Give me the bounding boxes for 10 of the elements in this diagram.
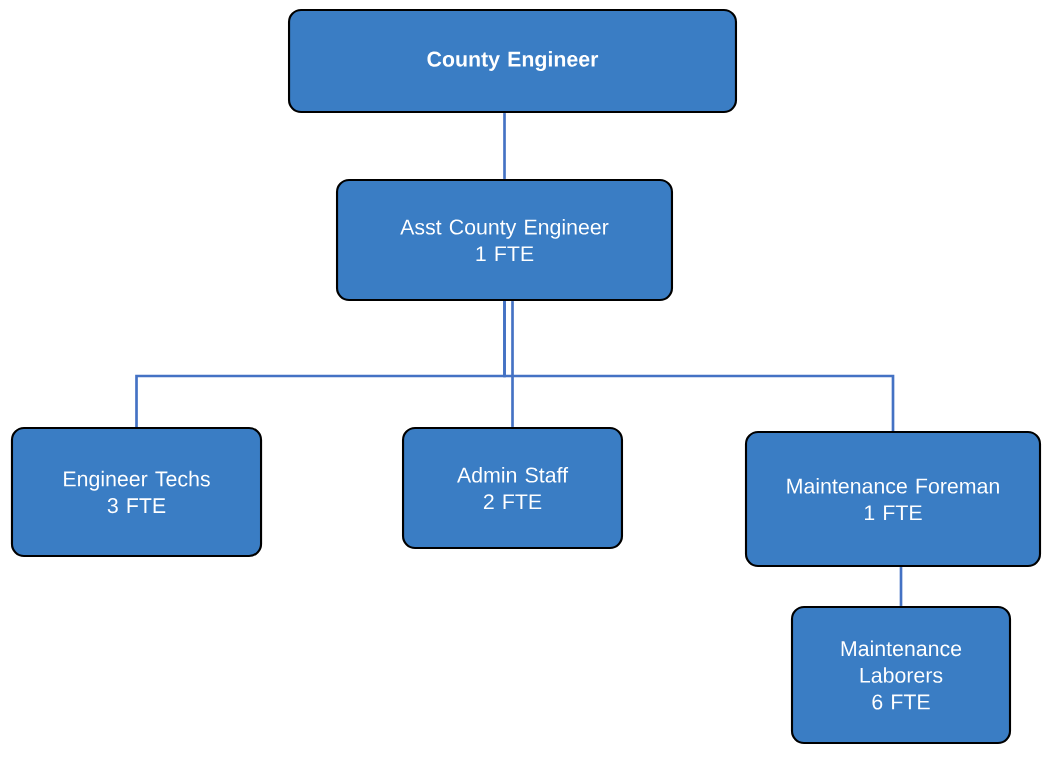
- org-box: Admin Staff 2 FTE: [401, 426, 624, 550]
- org-box: County Engineer: [287, 8, 738, 114]
- org-box: Asst County Engineer 1 FTE: [335, 178, 674, 302]
- connector-line: [503, 301, 895, 431]
- org-box: Maintenance Laborers 6 FTE: [790, 605, 1012, 745]
- connector-line: [899, 567, 903, 606]
- connector-line: [511, 301, 514, 427]
- org-box: Engineer Techs 3 FTE: [10, 426, 263, 558]
- connector-line: [503, 113, 506, 179]
- org-box: Maintenance Foreman 1 FTE: [744, 430, 1042, 568]
